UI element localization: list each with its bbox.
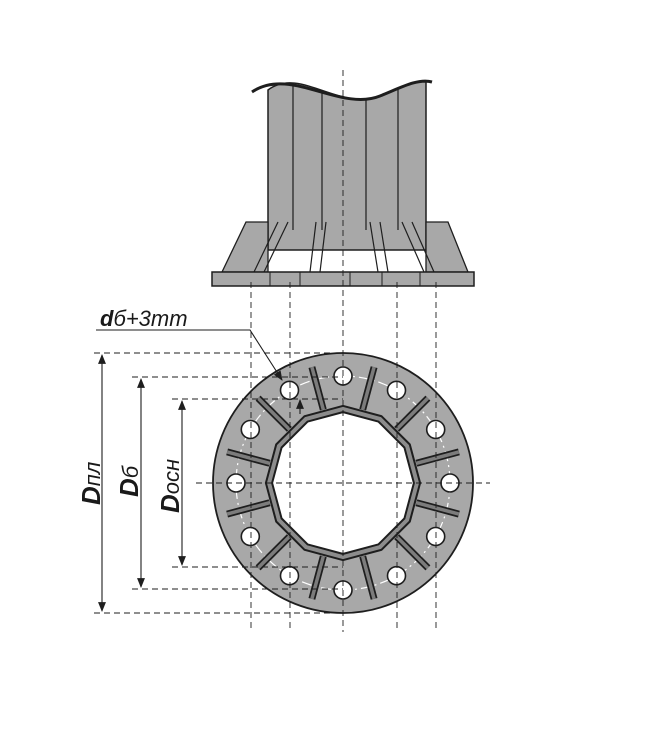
bolt-hole xyxy=(386,380,407,401)
rib xyxy=(226,450,271,465)
bolt-hole xyxy=(279,565,300,586)
rib xyxy=(256,396,291,431)
rib xyxy=(415,501,460,516)
rib xyxy=(395,535,430,570)
rib xyxy=(256,535,291,570)
bolt-hole xyxy=(240,526,261,547)
bolt-hole xyxy=(279,380,300,401)
label-bolt-circle-diameter: Dб xyxy=(114,464,144,497)
dimension-lines xyxy=(96,329,304,612)
label-base-diameter: Dосн xyxy=(155,459,185,513)
gusset-lines xyxy=(253,221,435,273)
rib xyxy=(310,555,325,600)
rib xyxy=(310,366,325,411)
rib xyxy=(361,366,376,411)
base-plate-joints xyxy=(269,272,421,286)
projection-lines xyxy=(94,70,490,632)
bolt-hole xyxy=(386,565,407,586)
column-facets xyxy=(292,84,399,230)
column-body xyxy=(267,80,427,251)
rib xyxy=(226,501,271,516)
rib xyxy=(361,555,376,600)
rib xyxy=(415,450,460,465)
gusset-right xyxy=(425,221,469,273)
bolt-hole xyxy=(425,419,446,440)
bolt-hole xyxy=(240,419,261,440)
label-flange-diameter: Dпл xyxy=(76,462,106,505)
gusset-left xyxy=(220,221,269,273)
ribs xyxy=(226,366,460,600)
label-bolt-hole: dб+3mm xyxy=(100,306,188,331)
rib xyxy=(395,396,430,431)
dim-bolt-hole-leader xyxy=(96,329,283,381)
